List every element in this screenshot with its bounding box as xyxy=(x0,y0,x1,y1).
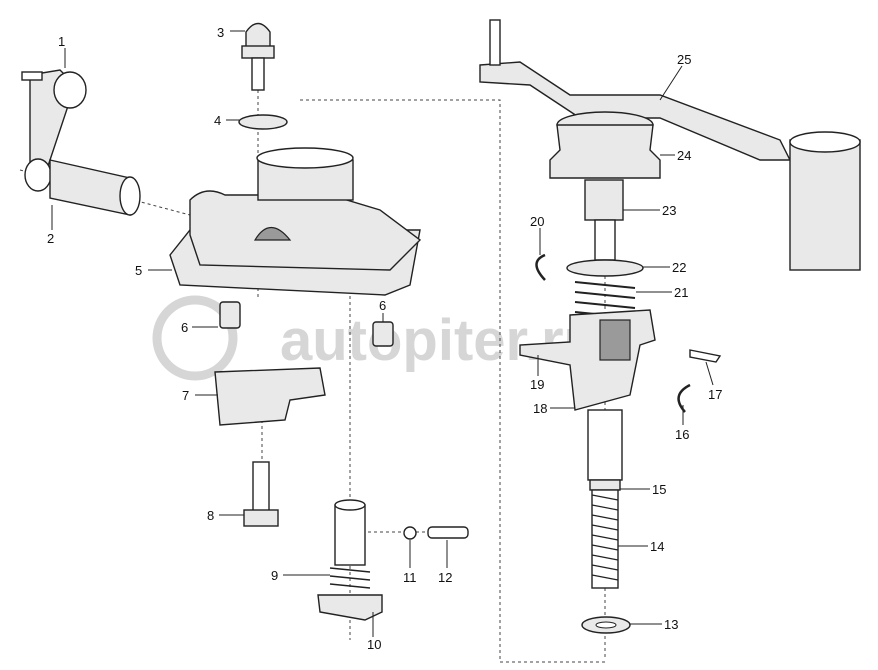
callout-14: 14 xyxy=(650,539,664,554)
callout-4: 4 xyxy=(214,113,221,128)
part-block-18-19 xyxy=(519,309,656,411)
part-shaft-neck xyxy=(594,219,616,261)
part-bushing-6a xyxy=(219,301,241,329)
part-pulley-24 xyxy=(549,111,661,179)
part-washer-4 xyxy=(238,114,288,130)
part-arm-25 xyxy=(479,19,861,271)
callout-20: 20 xyxy=(530,214,544,229)
callout-12: 12 xyxy=(438,570,452,585)
part-bushing-6b xyxy=(372,321,394,347)
callout-9: 9 xyxy=(271,568,278,583)
callout-11: 11 xyxy=(403,570,417,585)
callout-6a: 6 xyxy=(181,320,188,335)
watermark-text: autopiter.ru xyxy=(280,308,599,373)
part-pin-17 xyxy=(689,349,722,363)
part-collar-22 xyxy=(566,259,644,277)
callout-2: 2 xyxy=(47,231,54,246)
part-bolt-8 xyxy=(243,461,279,527)
part-ball-11 xyxy=(403,526,417,540)
part-housing-5 xyxy=(169,147,422,296)
callout-24: 24 xyxy=(677,148,691,163)
part-clip-20 xyxy=(535,253,546,281)
callout-18: 18 xyxy=(533,401,547,416)
part-clip-16 xyxy=(677,383,691,413)
callout-8: 8 xyxy=(207,508,214,523)
part-pin-12 xyxy=(427,526,469,539)
part-shaft-23 xyxy=(584,179,624,221)
callout-15: 15 xyxy=(652,482,666,497)
part-lever-1-2 xyxy=(21,69,141,216)
callout-22: 22 xyxy=(672,260,686,275)
callout-6b: 6 xyxy=(379,298,386,313)
part-screw-14 xyxy=(591,489,619,589)
callout-25: 25 xyxy=(677,52,691,67)
callout-21: 21 xyxy=(674,285,688,300)
watermark: autopiter.ru xyxy=(152,295,599,381)
callout-1: 1 xyxy=(58,34,65,49)
callout-23: 23 xyxy=(662,203,676,218)
callout-16: 16 xyxy=(675,427,689,442)
callout-5: 5 xyxy=(135,263,142,278)
part-collar-15 xyxy=(589,479,621,491)
leader-lines xyxy=(51,30,714,637)
callout-10: 10 xyxy=(367,637,381,652)
part-post-9-10 xyxy=(317,499,383,621)
callout-7: 7 xyxy=(182,388,189,403)
part-washer-13 xyxy=(581,616,631,634)
callout-labels: 1 2 3 4 5 6 6 7 8 9 10 11 12 13 14 15 16… xyxy=(47,25,722,652)
part-spring-21 xyxy=(574,281,636,319)
callout-13: 13 xyxy=(664,617,678,632)
part-bracket-7 xyxy=(214,367,326,426)
callout-3: 3 xyxy=(217,25,224,40)
callout-19: 19 xyxy=(530,377,544,392)
part-bolt-3 xyxy=(241,22,275,91)
callout-17: 17 xyxy=(708,387,722,402)
part-shaft-lower xyxy=(587,409,623,481)
